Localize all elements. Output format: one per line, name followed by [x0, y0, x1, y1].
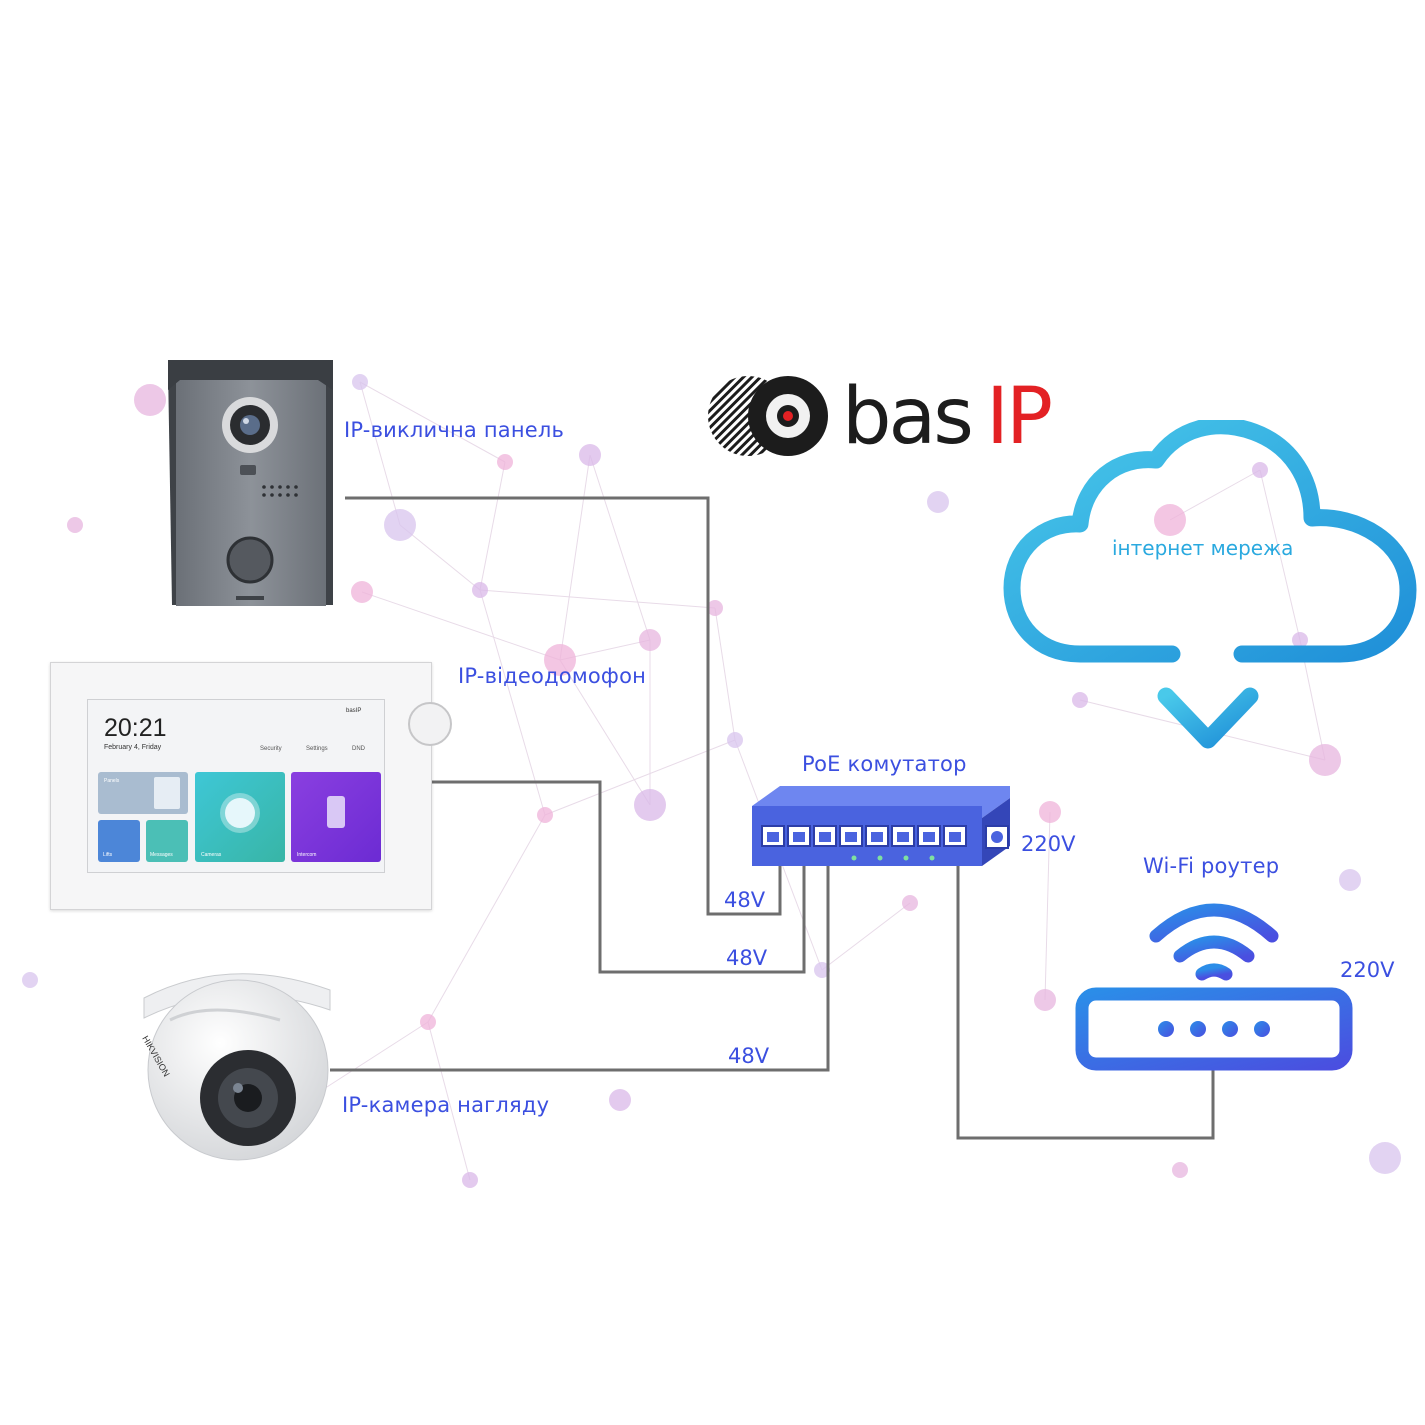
cloud-download-icon [1003, 420, 1417, 749]
tile-intercom-label: Intercom [297, 852, 317, 858]
camera-link-voltage: 48V [728, 1044, 770, 1068]
logo-wordmark-bas: bas [842, 372, 974, 462]
monitor-label: IP-відеодомофон [458, 664, 647, 688]
monitor-image: 20:21 February 4, Friday basIP Security … [50, 662, 432, 910]
basip-logo-icon [708, 376, 828, 456]
cloud-label: інтернет мережа [1112, 536, 1294, 560]
camera-label: IP-камера нагляду [342, 1093, 550, 1117]
logo-wordmark-ip: IP [986, 372, 1053, 462]
monitor-link-voltage: 48V [726, 946, 768, 970]
tile-cameras-label: Cameras [201, 852, 222, 858]
wire-monitor-to-switch [432, 780, 806, 974]
poe-switch-icon [752, 786, 1010, 866]
tile-panels-label: Panels [104, 778, 120, 784]
router-power-voltage: 220V [1340, 958, 1395, 982]
tile-messages: Messages [146, 820, 188, 862]
wire-camera-to-switch [330, 848, 830, 1072]
tile-cameras: Cameras [195, 772, 285, 862]
switch-label: PoE комутатор [802, 752, 967, 776]
wifi-router-icon [1075, 879, 1353, 1071]
wire-panel-to-switch [345, 496, 782, 916]
screen-clock: 20:21 [104, 714, 167, 742]
monitor-knob [408, 702, 452, 746]
tile-lifts: Lifts [98, 820, 140, 862]
call-panel-image [168, 360, 333, 606]
tile-intercom: Intercom [291, 772, 381, 862]
router-label: Wi-Fi роутер [1143, 854, 1280, 878]
wire-switch-to-router [956, 848, 1215, 1140]
call-panel-label: IP-виклична панель [344, 418, 565, 442]
dome-camera-image: HIKVISION [140, 973, 331, 1161]
screen-brand: basIP [346, 708, 362, 714]
monitor-screen: 20:21 February 4, Friday basIP Security … [87, 699, 385, 873]
screen-status-settings: Settings [306, 746, 328, 752]
tile-cameras-icon [225, 798, 255, 828]
screen-status-dnd: DND [352, 746, 365, 752]
switch-power-voltage: 220V [1021, 832, 1076, 856]
tile-messages-label: Messages [150, 852, 173, 858]
tile-lifts-label: Lifts [103, 852, 113, 858]
screen-status-security: Security [260, 746, 282, 752]
screen-date: February 4, Friday [104, 744, 162, 751]
tile-intercom-icon [327, 796, 345, 828]
tile-panels-thumb [154, 777, 180, 809]
panel-link-voltage: 48V [724, 888, 766, 912]
tile-panels: Panels [98, 772, 188, 814]
